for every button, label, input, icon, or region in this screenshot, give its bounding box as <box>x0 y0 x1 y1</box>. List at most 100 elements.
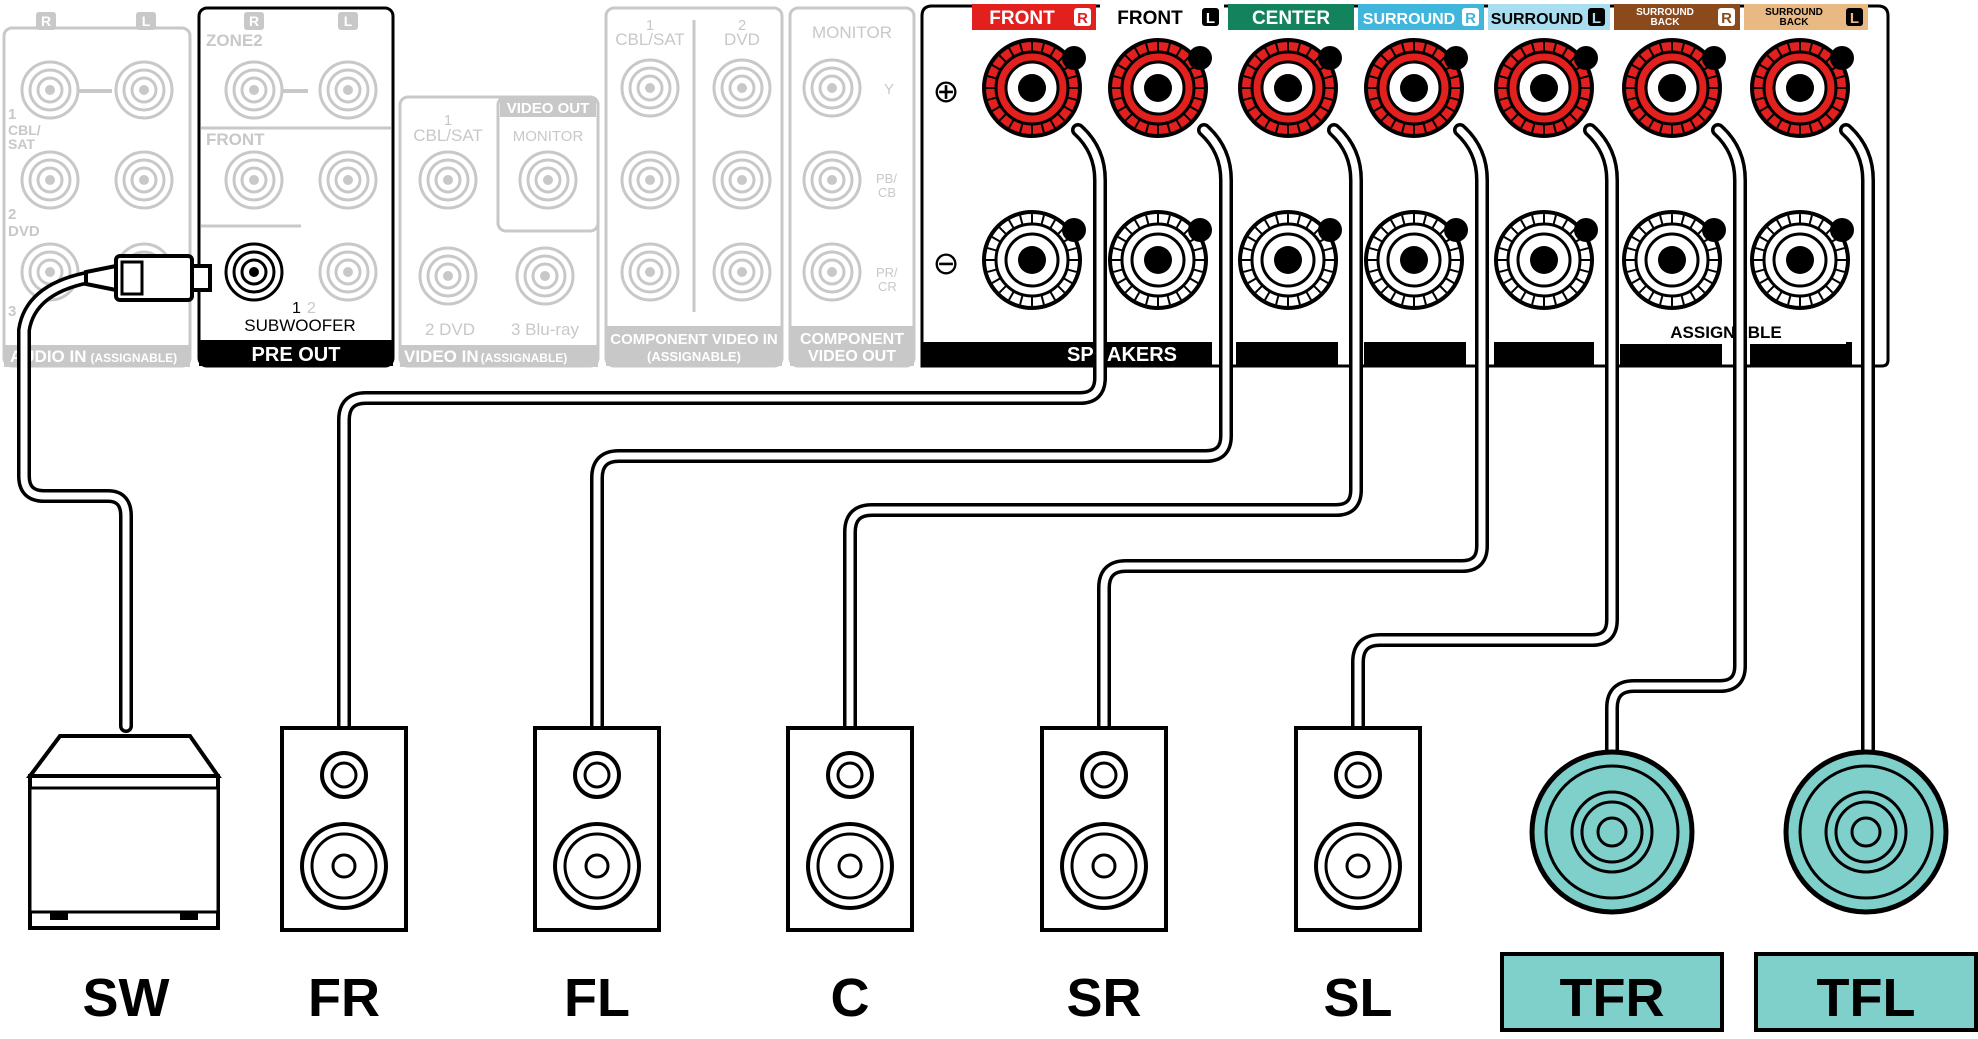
speakers-bottom-bars <box>922 322 1852 366</box>
video-in-jack <box>515 246 575 306</box>
assignable-label: ASSIGNABLE <box>1670 323 1781 342</box>
component-out-bar <box>790 326 914 366</box>
video-in-jack <box>418 246 478 306</box>
speaker-tfr: TFR <box>1500 749 1724 1032</box>
jack-link <box>78 89 112 93</box>
component-in-jack <box>620 58 680 118</box>
zone2-link <box>274 89 308 93</box>
plus-terminal <box>1108 38 1212 138</box>
minus-terminal <box>1622 210 1726 310</box>
terminal-side-box <box>1718 8 1735 26</box>
speakers-bar-segment <box>1750 342 1852 366</box>
speakers-bar-segment <box>922 342 1212 366</box>
speaker-fl: FL <box>533 726 661 1028</box>
pre-out-jack <box>318 150 378 210</box>
audio-in-jack <box>20 150 80 210</box>
video-out-tag <box>500 97 596 117</box>
component-in-bar <box>606 326 782 366</box>
terminal-tag: SURROUND L <box>1488 4 1610 30</box>
audio-in-jack <box>20 60 80 120</box>
audio-in-bar <box>4 345 190 367</box>
comp-monitor-label: MONITOR <box>812 23 892 42</box>
l-tag <box>136 12 156 30</box>
terminal-tag-name: SURROUND <box>1363 11 1455 28</box>
pre-out-jack <box>318 242 378 302</box>
video-out-tag-label: VIDEO OUT <box>507 100 590 117</box>
terminal-side-letter: L <box>1850 10 1859 27</box>
rca-plug-boot <box>84 263 118 293</box>
plus-terminal <box>1238 38 1342 138</box>
component-in-section: 1 CBL/SAT 2 DVD COMPONENT VIDEO IN (ASSI… <box>604 6 784 368</box>
speakers-label: SPEAKERS <box>1067 344 1177 366</box>
component-in-jack <box>712 150 772 210</box>
r-tag-label: R <box>41 13 51 29</box>
pb-label-a: PB/ <box>876 171 897 186</box>
minus-icon: ⊖ <box>933 245 960 281</box>
video-in-jack <box>418 150 478 210</box>
terminal-tag-name-2: BACK <box>1651 17 1681 28</box>
subwoofer-grille <box>28 786 220 914</box>
terminal-tag-name: CENTER <box>1252 8 1330 29</box>
vid-in1-num: 1 <box>444 112 452 129</box>
comp-in1-name: CBL/SAT <box>615 30 685 49</box>
terminal-side-letter: L <box>1206 10 1215 27</box>
pb-label-b: CB <box>878 185 896 200</box>
y-label: Y <box>884 81 894 98</box>
audio-in-jack <box>114 60 174 120</box>
zone2-label: ZONE2 <box>206 31 263 50</box>
rca-plug-tip <box>190 264 212 292</box>
plus-terminal <box>1494 38 1598 138</box>
front-label: FRONT <box>206 130 265 149</box>
speaker-label: SR <box>1066 968 1141 1028</box>
terminal-side-box <box>1202 8 1219 26</box>
terminal-side-box <box>1462 8 1479 26</box>
terminal-tag-name-2: BACK <box>1780 17 1810 28</box>
minus-terminal <box>1364 210 1468 310</box>
monitor-out-jack <box>518 150 578 210</box>
pre-l-tag <box>338 12 358 30</box>
speaker-tfl: TFL <box>1754 749 1978 1032</box>
sub-2-label: 2 <box>307 300 316 317</box>
terminal-tag-name: SURROUND <box>1491 11 1583 28</box>
minus-terminal <box>1750 210 1854 310</box>
subwoofer-label: SUBWOOFER <box>244 316 355 335</box>
speakers-bar-segment <box>1364 342 1466 366</box>
monitor-label: MONITOR <box>513 128 584 145</box>
speakers-bar-segment <box>1494 342 1594 366</box>
l-tag-label: L <box>142 13 151 29</box>
speakers-bar-segment <box>1620 342 1722 366</box>
speaker-cable-core <box>340 126 1104 730</box>
speaker-sw: SW <box>26 734 222 1028</box>
component-in-jack <box>620 150 680 210</box>
minus-terminal <box>1108 210 1212 310</box>
component-out-label-2: VIDEO OUT <box>808 348 896 365</box>
in2-name: DVD <box>8 223 40 240</box>
speaker-label: TFR <box>1560 968 1665 1028</box>
terminal-side-letter: L <box>1592 10 1601 27</box>
plus-terminal <box>1364 38 1468 138</box>
speaker-cable-core <box>593 126 1230 730</box>
component-in-jack <box>620 242 680 302</box>
component-in-jack <box>712 58 772 118</box>
pre-out-jack <box>318 60 378 120</box>
speaker-label: FR <box>308 968 380 1028</box>
pre-l-tag-label: L <box>344 13 353 29</box>
speaker-label: SW <box>83 968 170 1028</box>
component-out-section: MONITOR Y PB/ CB PR/ CR COMPONENT VIDEO … <box>788 6 916 368</box>
audio-in-jack <box>114 150 174 210</box>
subwoofer-icon <box>26 734 222 778</box>
pre-out-jack <box>224 150 284 210</box>
component-out-jack <box>802 58 862 118</box>
minus-terminal <box>1238 210 1342 310</box>
speakers-bar-segment <box>1236 342 1338 366</box>
component-in-label-1: COMPONENT VIDEO IN <box>610 331 778 348</box>
component-out-jack <box>802 242 862 302</box>
terminal-side-box <box>1074 8 1091 26</box>
sub-1-label: 1 <box>292 300 301 317</box>
